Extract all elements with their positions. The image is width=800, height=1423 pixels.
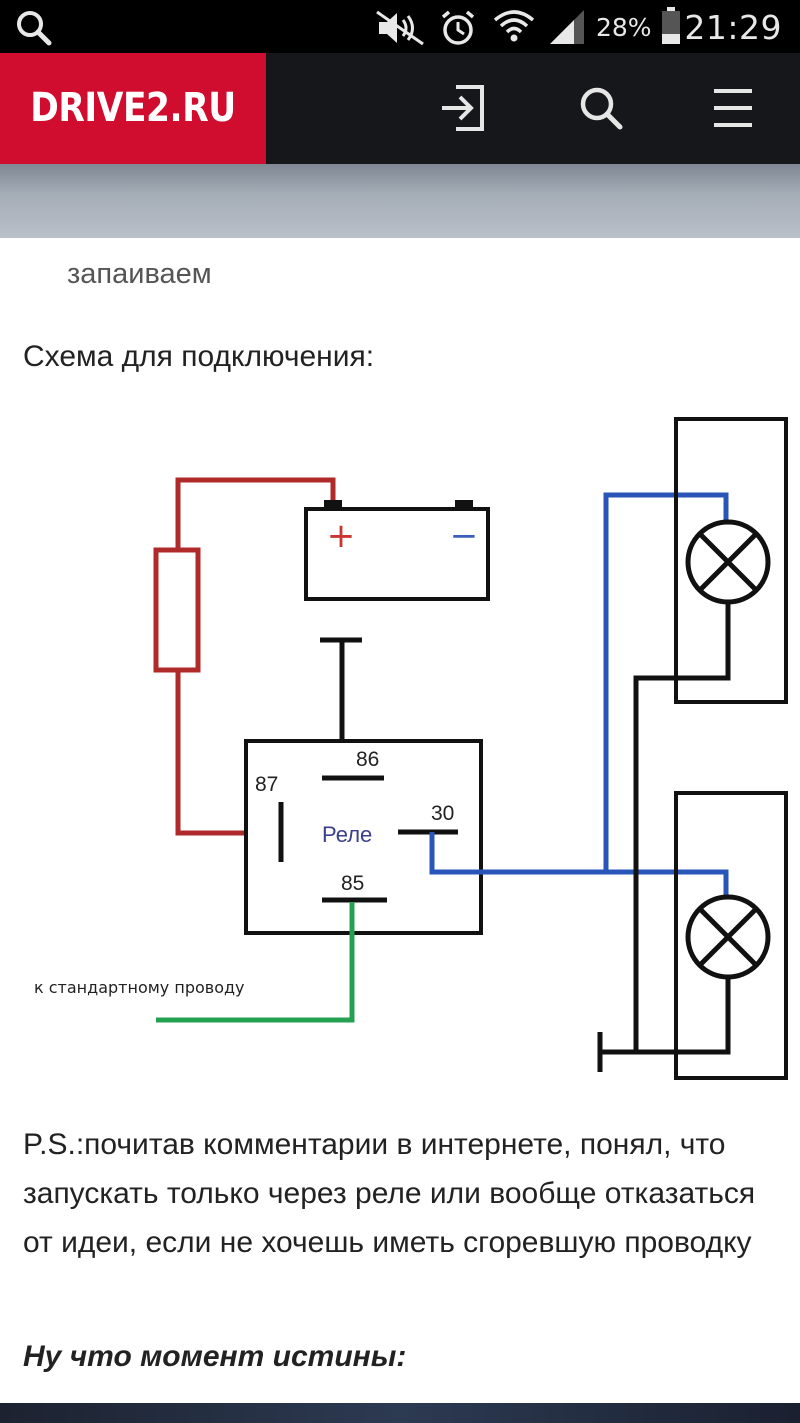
fuse: [153, 547, 201, 673]
battery: [304, 507, 490, 601]
alarm-icon: [441, 10, 475, 45]
relay-pin-86-label: 86: [356, 748, 379, 771]
battery-plus-terminal: [324, 500, 342, 509]
relay-label: Реле: [322, 822, 372, 847]
wiring-diagram[interactable]: + − 86 87 30 85 Реле к стандартному пров…: [0, 390, 800, 1090]
lamp-top: [685, 519, 771, 605]
battery-icon: [662, 7, 680, 44]
diagram-heading: Схема для подключения:: [23, 340, 375, 373]
mute-icon: [376, 10, 424, 46]
wifi-icon: [493, 10, 535, 42]
site-logo-text: DRIVE2.RU: [30, 85, 236, 131]
ground-wire: [600, 602, 731, 1055]
battery-percent: 28%: [596, 13, 652, 42]
status-time: 21:29: [684, 8, 782, 47]
search-button[interactable]: [572, 79, 630, 137]
battery-minus-terminal: [455, 500, 473, 509]
site-header: DRIVE2.RU: [0, 53, 800, 164]
green-wire: [156, 902, 355, 1023]
search-icon: [17, 11, 52, 46]
next-photo[interactable]: [0, 1403, 800, 1423]
lamp-housing-top: [674, 417, 788, 704]
relay-pin-85-label: 85: [341, 872, 364, 895]
login-icon: [442, 85, 484, 131]
photo-caption: запаиваем: [67, 258, 212, 290]
post-photo[interactable]: [0, 164, 800, 238]
blue-wire: [429, 832, 729, 895]
ps-paragraph: P.S.:почитав комментарии в интернете, по…: [23, 1128, 756, 1259]
status-bar: 28% 21:29: [0, 0, 800, 53]
menu-icon: [714, 89, 752, 127]
signal-icon: [550, 10, 584, 44]
battery-plus-label: +: [327, 516, 356, 556]
site-logo[interactable]: DRIVE2.RU: [0, 53, 266, 164]
relay-pin-87-label: 87: [255, 773, 278, 796]
lamp-housing-bottom: [674, 791, 788, 1080]
login-button[interactable]: [434, 79, 492, 137]
final-heading: Ну что момент истины:: [23, 1340, 407, 1373]
battery-minus-label: −: [450, 516, 479, 556]
search-icon: [580, 87, 623, 130]
relay-pin-30-label: 30: [431, 802, 454, 825]
wire-note: к стандартному проводу: [34, 978, 245, 997]
menu-button[interactable]: [704, 79, 762, 137]
lamp-bottom: [685, 894, 771, 980]
red-wire: [175, 477, 336, 836]
